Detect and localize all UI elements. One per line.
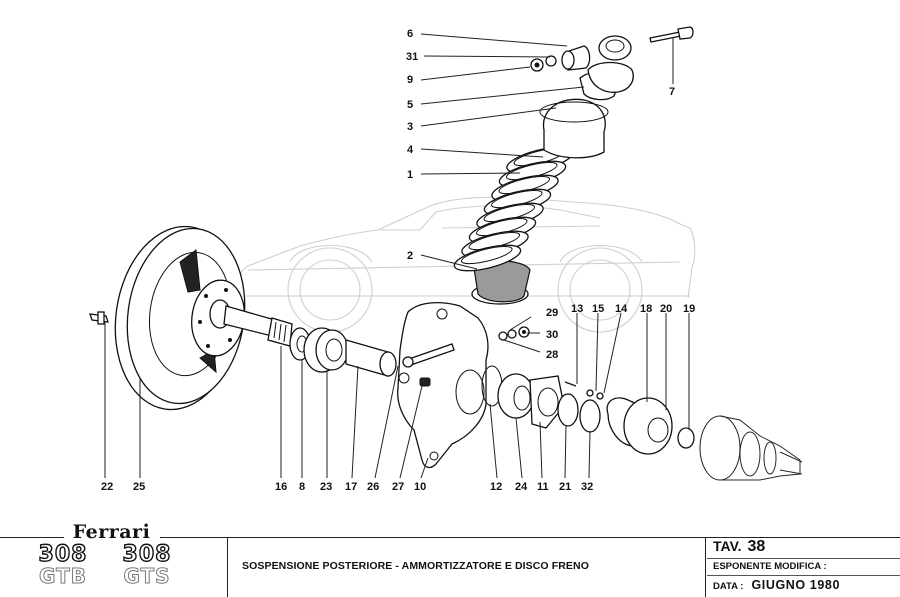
part-label-1: 1 [407,169,413,181]
part-label-28: 28 [546,349,558,361]
hub-carrier [397,301,489,469]
part-label-23: 23 [320,481,332,493]
tav-label: TAV. [713,538,742,554]
part-label-15: 15 [592,303,604,315]
part-label-31: 31 [406,51,418,63]
part-label-7: 7 [669,86,675,98]
part-label-32: 32 [581,481,593,493]
part-label-26: 26 [367,481,379,493]
spring-coil [453,244,522,272]
ferrari-logo: Ferrari [64,521,159,543]
part-label-4: 4 [407,144,414,156]
title-block: Ferrari 308 GTB 308 GTS SOSPENSIONE POST… [0,521,900,597]
brake-disc [114,225,246,411]
wheel-stud [89,311,109,325]
model-version: GTS [123,564,171,588]
part-label-11: 11 [537,481,549,493]
part-label-30: 30 [546,329,558,341]
model-badge-gtb: 308 GTB [28,542,98,588]
date-value: GIUGNO 1980 [751,578,841,592]
model-version: GTB [39,564,87,588]
coil-spring-shock [453,35,634,305]
part-label-21: 21 [559,481,571,493]
leader-lines [104,33,690,479]
part-label-20: 20 [660,303,672,315]
part-label-10: 10 [414,481,426,493]
divider [0,537,64,538]
part-label-6: 6 [407,28,413,40]
bearing-set [289,327,397,377]
exploded-parts-diagram: 6 31 9 5 3 4 1 2 7 29 30 28 13 15 14 18 … [89,26,803,493]
revision-label: ESPONENTE MODIFICA : [713,561,827,572]
part-label-9: 9 [407,74,413,86]
brand-block: Ferrari 308 GTB 308 GTS [0,521,230,597]
tav-number: 38 [747,538,766,555]
part-label-5: 5 [407,99,413,111]
part-labels: 6 31 9 5 3 4 1 2 7 29 30 28 13 15 14 18 … [101,28,695,493]
part-label-27: 27 [392,481,404,493]
divider [705,537,706,597]
axle-shaft [223,305,293,347]
date-label: DATA : [713,581,744,592]
part-label-2: 2 [407,250,413,262]
part-label-8: 8 [299,481,305,493]
divider [160,537,900,538]
date-field: DATA : GIUGNO 1980 [713,578,840,592]
divider [227,537,228,597]
revision-field: ESPONENTE MODIFICA : [713,561,827,572]
nut-washer-set [498,326,530,341]
model-badge-gts: 308 GTS [112,542,182,588]
part-label-17: 17 [345,481,357,493]
model-number: 308 [122,542,172,567]
table-title: SOSPENSIONE POSTERIORE - AMMORTIZZATORE … [242,560,589,572]
drive-flange [606,397,695,455]
part-label-12: 12 [490,481,502,493]
divider [707,558,900,559]
cv-joint [699,415,803,481]
part-label-22: 22 [101,481,113,493]
part-label-19: 19 [683,303,695,315]
part-label-25: 25 [133,481,145,493]
part-label-3: 3 [407,121,413,133]
top-mount-bolt [649,26,694,43]
model-number: 308 [38,542,88,567]
part-label-13: 13 [571,303,583,315]
table-number: TAV. 38 [713,538,765,556]
part-label-16: 16 [275,481,287,493]
part-label-29: 29 [546,307,558,319]
part-label-18: 18 [640,303,652,315]
part-label-24: 24 [515,481,528,493]
outer-bearing-group [481,365,604,433]
spring-coil-inner [461,246,513,265]
divider [707,575,900,576]
part-label-14: 14 [615,303,628,315]
